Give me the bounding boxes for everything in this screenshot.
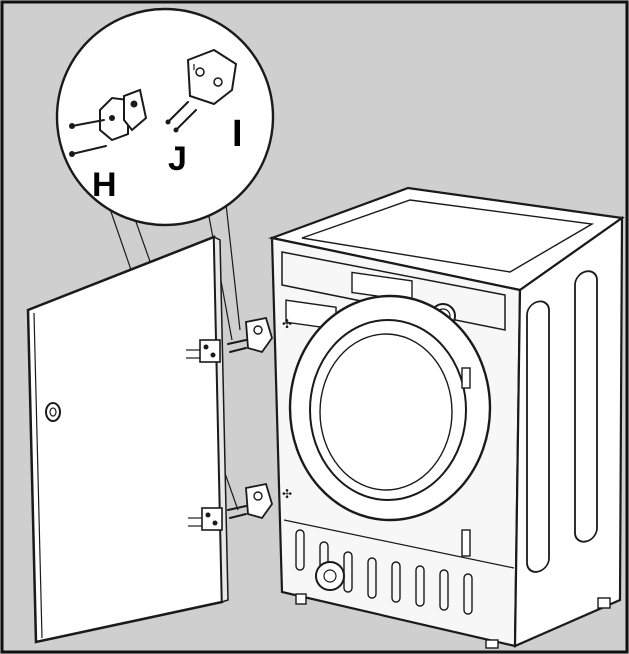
door-knob xyxy=(45,402,61,422)
cabinet-door xyxy=(26,235,229,644)
callout-h: H xyxy=(92,166,117,204)
mounting-plate-lower xyxy=(227,482,273,520)
filter-cap-icon xyxy=(315,561,345,591)
washing-machine: ✣ ✣ xyxy=(268,186,625,649)
porthole-door xyxy=(288,294,492,522)
screws-part-j xyxy=(165,101,197,133)
callout-i: I xyxy=(232,113,243,155)
callout-j: J xyxy=(168,140,187,178)
lower-panel xyxy=(283,519,515,615)
svg-text:✣: ✣ xyxy=(282,487,292,501)
hinge-part-h xyxy=(69,88,148,157)
door-hinge-lower xyxy=(188,507,223,531)
detail-magnifier: H J I xyxy=(55,7,275,227)
mounting-plate-upper xyxy=(227,316,273,354)
mounting-plate-part-i xyxy=(186,48,238,106)
door-hinge-upper xyxy=(186,339,221,363)
svg-text:✣: ✣ xyxy=(282,317,292,331)
